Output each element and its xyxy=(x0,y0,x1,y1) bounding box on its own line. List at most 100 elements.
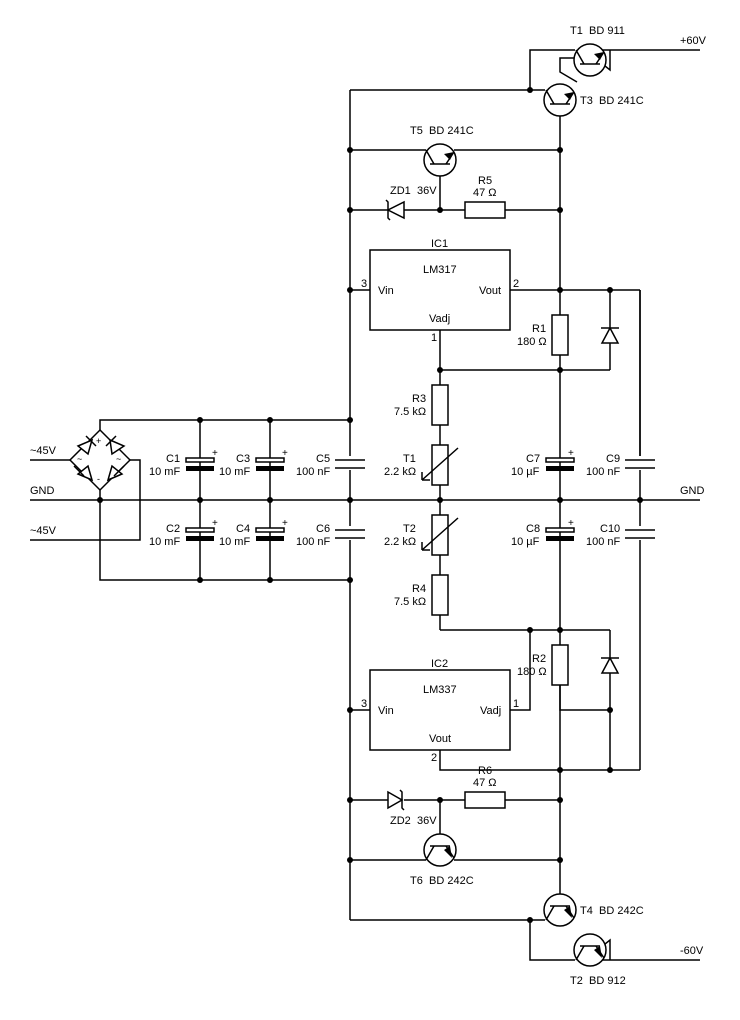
svg-text:C8: C8 xyxy=(526,523,540,535)
svg-text:1: 1 xyxy=(513,698,519,710)
svg-text:C5: C5 xyxy=(316,453,330,465)
ac-input-top-label: ~45V xyxy=(30,445,57,457)
svg-text:3: 3 xyxy=(361,698,367,710)
svg-text:BD 242C: BD 242C xyxy=(599,905,644,917)
svg-text:BD 912: BD 912 xyxy=(589,975,626,987)
svg-text:Vin: Vin xyxy=(378,285,394,297)
svg-text:2: 2 xyxy=(513,278,519,290)
svg-text:C6: C6 xyxy=(316,523,330,535)
resistor-r2: R2 180 Ω xyxy=(517,644,569,686)
svg-text:C7: C7 xyxy=(526,453,540,465)
ac-input-bottom-label: ~45V xyxy=(30,525,57,537)
svg-text:180 Ω: 180 Ω xyxy=(517,336,547,348)
svg-text:BD 241C: BD 241C xyxy=(599,95,644,107)
transistor-t2-bd912: T2 BD 912 xyxy=(570,933,626,987)
svg-text:T1: T1 xyxy=(570,25,583,37)
svg-text:10 mF: 10 mF xyxy=(219,466,250,478)
transistor-t6-bd242c: T6 BD 242C xyxy=(410,833,474,887)
capacitor-c1: + C1 10 mF xyxy=(149,448,218,478)
svg-text:LM317: LM317 xyxy=(423,264,457,276)
svg-text:+: + xyxy=(282,448,288,459)
transistor-t5-bd241c: T5 BD 241C xyxy=(410,125,474,177)
neg-output-label: -60V xyxy=(680,945,704,957)
resistor-r5: R5 47 Ω xyxy=(464,175,506,219)
svg-text:2.2 kΩ: 2.2 kΩ xyxy=(384,466,416,478)
svg-text:Vout: Vout xyxy=(479,285,501,297)
svg-text:3: 3 xyxy=(361,278,367,290)
svg-text:C3: C3 xyxy=(236,453,250,465)
svg-text:Vout: Vout xyxy=(429,733,451,745)
transistor-t1-bd911: T1 BD 911 xyxy=(570,25,625,77)
bridge-minus-label: - xyxy=(97,474,100,484)
ic2-lm337: IC2 LM337 Vin Vadj Vout 3 1 2 xyxy=(361,658,519,764)
resistor-r4: R4 7.5 kΩ xyxy=(394,574,449,616)
svg-text:C1: C1 xyxy=(166,453,180,465)
bridge-ac2-label: ~ xyxy=(116,454,121,464)
trimmer-t2: T2 2.2 kΩ xyxy=(384,514,459,556)
capacitor-c5: C5 100 nF xyxy=(296,453,366,478)
resistor-r6: R6 47 Ω xyxy=(464,765,506,809)
svg-text:+: + xyxy=(568,518,574,529)
zener-zd2: ZD2 36V xyxy=(387,789,437,827)
zener-zd1: ZD1 36V xyxy=(385,185,437,221)
svg-text:100 nF: 100 nF xyxy=(296,466,331,478)
svg-text:T6: T6 xyxy=(410,875,423,887)
svg-text:R3: R3 xyxy=(412,393,426,405)
svg-text:47 Ω: 47 Ω xyxy=(473,187,497,199)
capacitor-c2: + C2 10 mF xyxy=(149,518,218,548)
bridge-rectifier: + - ~ ~ xyxy=(68,428,132,492)
svg-text:+: + xyxy=(282,518,288,529)
capacitor-c9: C9 100 nF xyxy=(586,453,656,478)
pos-output-label: +60V xyxy=(680,35,707,47)
svg-text:180 Ω: 180 Ω xyxy=(517,666,547,678)
svg-text:7.5 kΩ: 7.5 kΩ xyxy=(394,406,426,418)
svg-text:47 Ω: 47 Ω xyxy=(473,777,497,789)
svg-text:T2: T2 xyxy=(570,975,583,987)
svg-text:LM337: LM337 xyxy=(423,684,457,696)
diode-upper-protection xyxy=(600,326,620,344)
svg-text:R1: R1 xyxy=(532,323,546,335)
capacitor-c4: + C4 10 mF xyxy=(219,518,288,548)
resistor-r3: R3 7.5 kΩ xyxy=(394,384,449,426)
svg-text:1: 1 xyxy=(431,332,437,344)
svg-text:2: 2 xyxy=(431,752,437,764)
svg-text:2.2 kΩ: 2.2 kΩ xyxy=(384,536,416,548)
svg-text:7.5 kΩ: 7.5 kΩ xyxy=(394,596,426,608)
capacitor-c7: + C7 10 µF xyxy=(511,448,575,478)
svg-text:R5: R5 xyxy=(478,175,492,187)
svg-text:T3: T3 xyxy=(580,95,593,107)
svg-text:IC2: IC2 xyxy=(431,658,448,670)
ic1-lm317: IC1 LM317 Vin Vout Vadj 3 2 1 xyxy=(361,238,519,344)
gnd-left-label: GND xyxy=(30,485,55,497)
svg-text:R6: R6 xyxy=(478,765,492,777)
svg-text:IC1: IC1 xyxy=(431,238,448,250)
svg-text:T5: T5 xyxy=(410,125,423,137)
trimmer-t1: T1 2.2 kΩ xyxy=(384,444,459,486)
transistor-t3-bd241c: T3 BD 241C xyxy=(543,83,644,117)
svg-text:10 mF: 10 mF xyxy=(149,466,180,478)
resistor-r1: R1 180 Ω xyxy=(517,314,569,356)
svg-text:100 nF: 100 nF xyxy=(586,536,621,548)
svg-text:C4: C4 xyxy=(236,523,250,535)
svg-text:BD 242C: BD 242C xyxy=(429,875,474,887)
svg-text:R4: R4 xyxy=(412,583,426,595)
svg-text:36V: 36V xyxy=(417,185,437,197)
bridge-ac1-label: ~ xyxy=(77,454,82,464)
diode-lower-protection xyxy=(600,656,620,674)
capacitor-c6: C6 100 nF xyxy=(296,523,366,548)
svg-text:T4: T4 xyxy=(580,905,593,917)
capacitor-c8: + C8 10 µF xyxy=(511,518,575,548)
gnd-right-label: GND xyxy=(680,485,705,497)
capacitor-c3: + C3 10 mF xyxy=(219,448,288,478)
capacitor-c10: C10 100 nF xyxy=(586,523,656,548)
svg-text:ZD2: ZD2 xyxy=(390,815,411,827)
svg-text:BD 241C: BD 241C xyxy=(429,125,474,137)
wires xyxy=(30,49,700,961)
svg-text:+: + xyxy=(568,448,574,459)
transistor-t4-bd242c: T4 BD 242C xyxy=(543,893,644,927)
svg-text:10 µF: 10 µF xyxy=(511,466,540,478)
junction-dots xyxy=(97,87,643,923)
svg-text:C9: C9 xyxy=(606,453,620,465)
svg-text:10 mF: 10 mF xyxy=(219,536,250,548)
